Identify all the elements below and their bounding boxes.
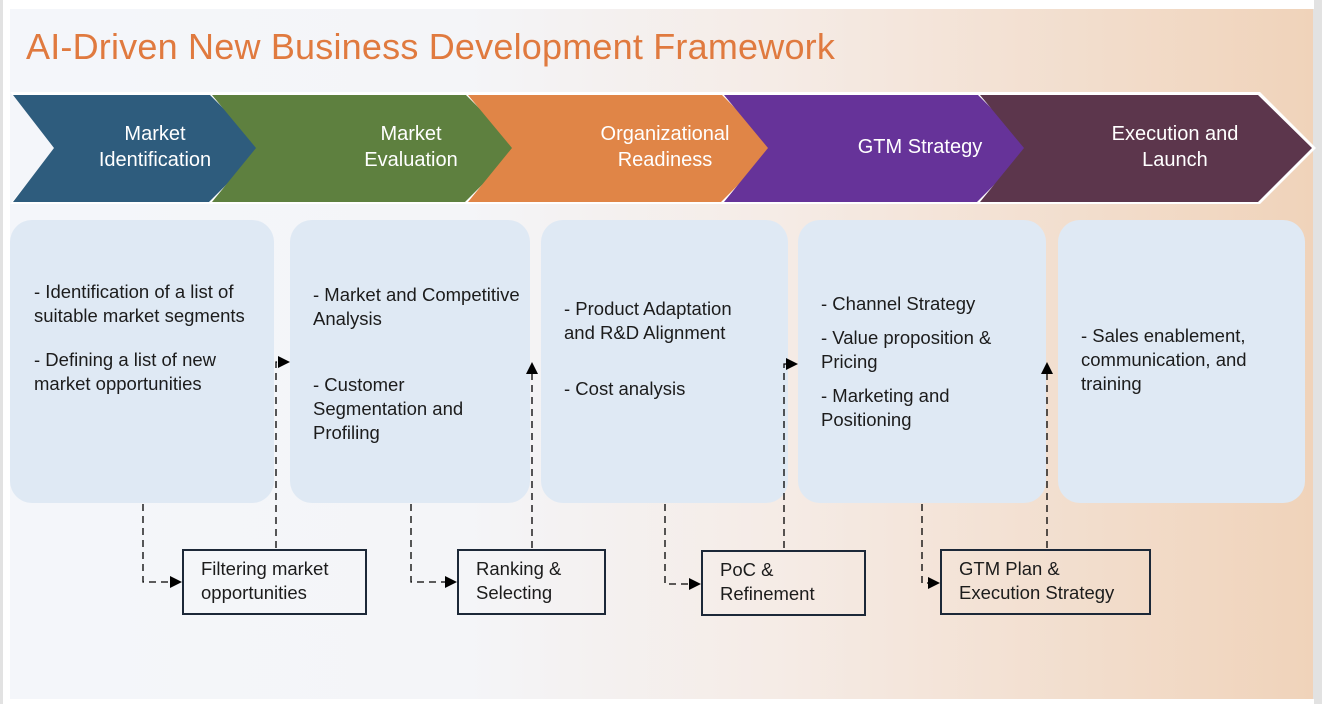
card-item: - Sales enablement, communication, and t… [1081, 325, 1247, 394]
stage-card-4 [798, 220, 1046, 503]
stage-label-4: GTM Strategy [857, 136, 983, 158]
card-2-text: - Market and Competitive Analysis - Cust… [313, 283, 523, 445]
chevron-stage-1 [13, 95, 288, 202]
card-1-text: - Identification of a list of suitable m… [34, 280, 254, 396]
connector-card2-to-gate2 [410, 504, 457, 588]
connector-gate1-to-card2 [275, 356, 290, 548]
connector-card1-to-gate1 [142, 504, 182, 588]
stage-card-5 [1058, 220, 1305, 503]
card-item: - Defining a list of new market opportun… [34, 349, 217, 394]
gate-box-2: Ranking &Selecting [457, 549, 606, 615]
chevron-stage-5 [980, 95, 1312, 202]
card-5-text: - Sales enablement, communication, and t… [1081, 324, 1286, 396]
connector-card4-to-gate4 [921, 504, 940, 589]
connector-gate3-to-card4 [783, 358, 798, 548]
stage-card-2 [290, 220, 530, 503]
window-edge-bottom [4, 699, 1314, 704]
card-item: - Identification of a list of suitable m… [34, 281, 245, 326]
card-item: - Channel Strategy [821, 293, 976, 314]
card-item: - Market and Competitive Analysis [313, 284, 520, 329]
window-edge-top [4, 0, 1314, 9]
card-3-text: - Product Adaptation and R&D Alignment -… [564, 297, 764, 401]
window-edge-left [3, 0, 10, 704]
card-item: - Marketing and Positioning [821, 385, 950, 430]
card-item: - Value proposition & Pricing [821, 327, 992, 372]
stage-card-1 [10, 220, 274, 503]
chevron-stage-4 [724, 95, 1056, 202]
card-item: - Product Adaptation and R&D Alignment [564, 298, 732, 343]
card-item: - Cost analysis [564, 378, 686, 399]
connector-card3-to-gate3 [664, 504, 701, 590]
gate-box-4: GTM Plan &Execution Strategy [940, 549, 1151, 615]
slide-title: AI-Driven New Business Development Frame… [26, 26, 836, 67]
card-item: - Customer Segmentation and Profiling [313, 374, 464, 443]
card-4-text: - Channel Strategy - Value proposition &… [821, 292, 1026, 432]
chevron-stage-3 [468, 95, 800, 202]
chevron-stage-2 [212, 95, 544, 202]
stage-card-3 [541, 220, 788, 503]
gate-box-3: PoC &Refinement [701, 550, 866, 616]
